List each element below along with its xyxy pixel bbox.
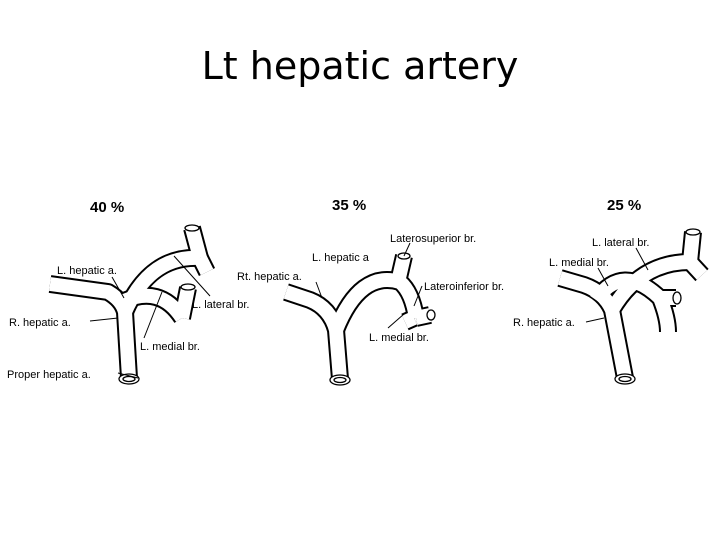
variant-35-laterosuperior-label: Laterosuperior br. [390, 233, 476, 245]
variant-35: 35 % Laterosuperior br. [237, 197, 504, 386]
variant-40-proper-hepatic-label: Proper hepatic a. [7, 369, 91, 381]
variant-40-right-hepatic-label: R. hepatic a. [9, 317, 71, 329]
variant-25-medial-label: L. medial br. [549, 257, 609, 269]
variant-40-lateral-label: L. lateral br. [192, 299, 249, 311]
variant-25-lateral-label: L. lateral br. [592, 237, 649, 249]
variant-25-vessels [557, 228, 709, 385]
variant-35-medial-label: L. medial br. [369, 332, 429, 344]
variant-40: 40 % [7, 199, 249, 385]
variant-25-percent: 25 % [607, 197, 641, 214]
variant-25: 25 % L. late [513, 197, 709, 385]
variant-35-right-hepatic-label: Rt. hepatic a. [237, 271, 302, 283]
variant-35-percent: 35 % [332, 197, 366, 214]
variant-35-lateroinferior-label: Lateroinferior br. [424, 281, 504, 293]
variant-40-left-hepatic-label: L. hepatic a. [57, 265, 117, 277]
variant-40-vessels [48, 224, 216, 385]
variant-35-vessels [283, 252, 436, 386]
variant-35-left-hepatic-label: L. hepatic a [312, 252, 370, 264]
slide-title: Lt hepatic artery [201, 44, 519, 88]
variant-40-percent: 40 % [90, 199, 124, 216]
variant-40-medial-label: L. medial br. [140, 341, 200, 353]
variant-25-right-hepatic-label: R. hepatic a. [513, 317, 575, 329]
